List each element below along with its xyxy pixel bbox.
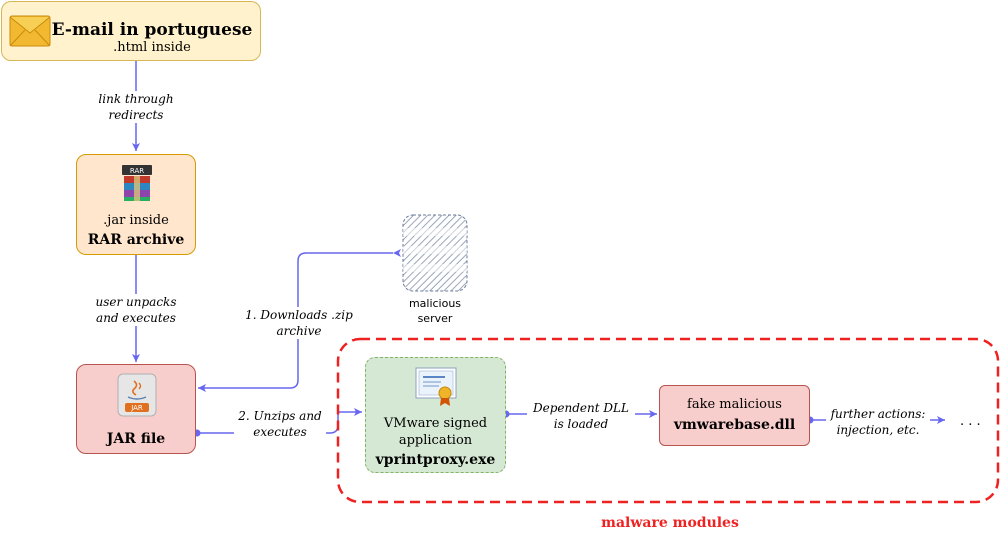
envelope-icon [9, 15, 51, 47]
edge-label-rar-jar-line1: user unpacks [95, 295, 177, 309]
edge-label-jar-server-line1: 1. Downloads .zip [245, 308, 353, 322]
malware-modules-label: malware modules [601, 515, 739, 531]
rar-icon-text: RAR [130, 167, 144, 175]
edge-label-jar-vmware-line1: 2. Unzips and [238, 409, 322, 423]
edge-label-email-rar-line1: link through [98, 92, 174, 106]
vmware-line2: application [398, 433, 473, 448]
rar-line2: RAR archive [87, 232, 185, 248]
jar-title: JAR file [106, 431, 166, 447]
vmware-node[interactable]: VMware signed application vprintproxy.ex… [365, 357, 506, 473]
vmware-line3: vprintproxy.exe [375, 452, 496, 468]
edge-label-rar-jar: user unpacks and executes [88, 294, 184, 326]
certificate-icon [415, 365, 457, 407]
server-label: malicious server [395, 296, 475, 326]
email-subtitle: .html inside [113, 40, 191, 55]
edge-label-dll-more-line2: injection, etc. [836, 423, 920, 437]
more-ellipsis: . . . [960, 414, 981, 429]
edge-label-email-rar-line2: redirects [108, 108, 164, 122]
jar-node[interactable]: JAR JAR file [76, 364, 196, 454]
rar-line1: .jar inside [103, 213, 169, 228]
malware-modules-group [336, 337, 1000, 504]
edge-label-dll-more-line1: further actions: [830, 407, 926, 421]
rar-node[interactable]: RAR .jar inside RAR archive [76, 154, 196, 255]
dll-line1: fake malicious [687, 397, 782, 412]
edge-label-dll-more: further actions: injection, etc. [826, 406, 930, 438]
server-label-line2: server [417, 312, 453, 325]
edge-label-vmware-dll-line2: is loaded [553, 417, 609, 431]
edge-label-vmware-dll-line1: Dependent DLL [533, 401, 629, 415]
edge-label-jar-server-line2: archive [276, 324, 322, 338]
email-node[interactable]: E-mail in portuguese .html inside [1, 1, 261, 61]
edge-label-jar-server: 1. Downloads .zip archive [244, 307, 354, 339]
edge-label-rar-jar-line2: and executes [96, 311, 176, 325]
edge-label-jar-vmware: 2. Unzips and executes [234, 408, 326, 440]
edge-label-email-rar: link through redirects [90, 91, 182, 123]
dll-node[interactable]: fake malicious vmwarebase.dll [659, 385, 810, 446]
server-label-line1: malicious [408, 297, 462, 310]
jar-icon-text: JAR [130, 404, 143, 412]
vmware-line1: VMware signed [383, 416, 488, 431]
dll-line2: vmwarebase.dll [673, 417, 796, 433]
rar-archive-icon: RAR [120, 163, 154, 203]
java-jar-icon: JAR [117, 373, 157, 417]
server-icon [402, 214, 468, 292]
edge-label-jar-vmware-line2: executes [253, 425, 307, 439]
server-node[interactable] [400, 214, 470, 292]
edge-label-vmware-dll: Dependent DLL is loaded [527, 400, 635, 432]
email-title: E-mail in portuguese [51, 20, 253, 40]
